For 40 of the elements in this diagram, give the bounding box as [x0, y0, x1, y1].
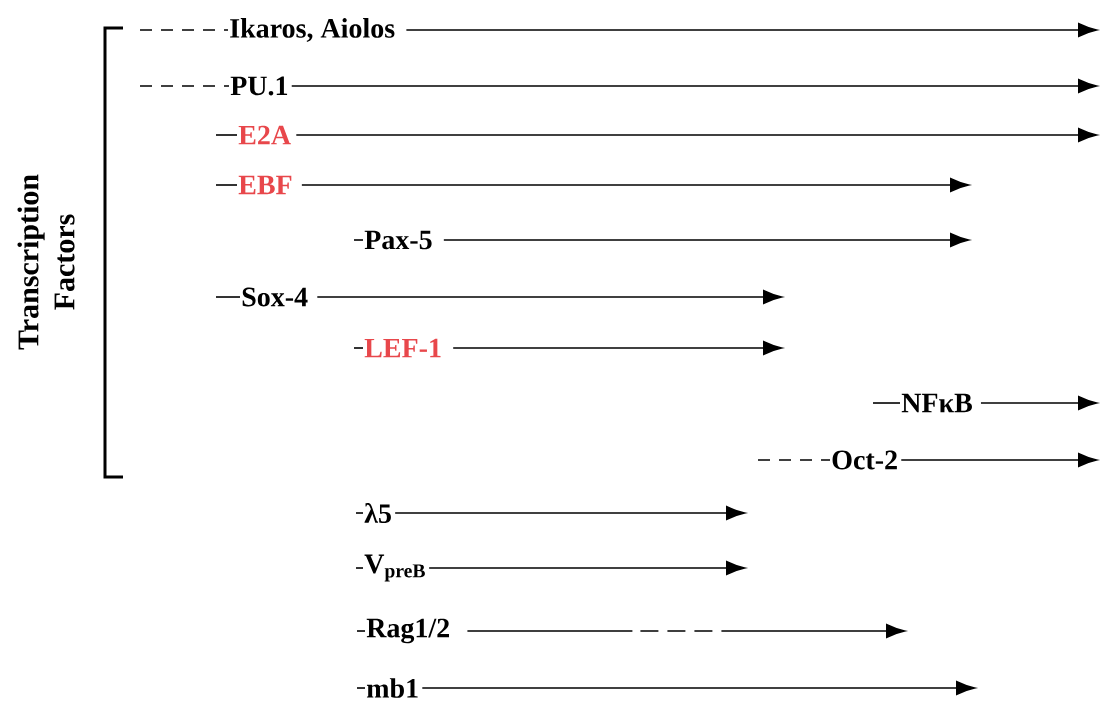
arrow — [394, 506, 746, 520]
dashed-line — [139, 85, 230, 87]
gene-label: Sox-4 — [242, 287, 308, 307]
arrow — [405, 23, 1098, 37]
gene-label: Rag1/2 — [366, 618, 449, 644]
arrow — [316, 290, 783, 304]
gene-label: mb1 — [366, 678, 418, 698]
arrow — [900, 453, 1098, 467]
short-line — [355, 567, 364, 569]
arrow — [290, 79, 1098, 93]
short-line — [215, 134, 238, 136]
short-line — [353, 347, 364, 349]
short-line — [215, 296, 241, 298]
gene-label: PU.1 — [230, 76, 288, 96]
gene-label: λ5 — [364, 503, 391, 523]
gene-label: NFκB — [901, 393, 972, 413]
arrow — [421, 681, 976, 695]
short-line — [355, 512, 364, 514]
arrow — [295, 128, 1098, 142]
arrow — [428, 561, 746, 575]
dashed-line — [139, 29, 229, 31]
gene-label: E2A — [238, 125, 291, 145]
arrow — [980, 396, 1098, 410]
short-line — [356, 687, 366, 689]
gene-label: EBF — [238, 175, 292, 195]
side-label: Transcription Factors — [17, 174, 75, 350]
gene-label: LEF-1 — [364, 338, 441, 358]
short-line — [215, 184, 238, 186]
short-line — [356, 630, 366, 632]
arrow — [443, 233, 970, 247]
dashed-line — [757, 459, 831, 461]
arrow — [452, 341, 783, 355]
short-line — [872, 402, 901, 404]
arrow — [301, 178, 970, 192]
gene-label: V$_{preB}$ — [364, 554, 425, 582]
gene-label: Pax-5 — [364, 230, 432, 250]
gene-label: Oct-2 — [832, 450, 897, 470]
arrow — [466, 624, 906, 638]
short-line — [353, 239, 364, 241]
gene-label: Ikaros, Aiolos — [230, 18, 395, 42]
